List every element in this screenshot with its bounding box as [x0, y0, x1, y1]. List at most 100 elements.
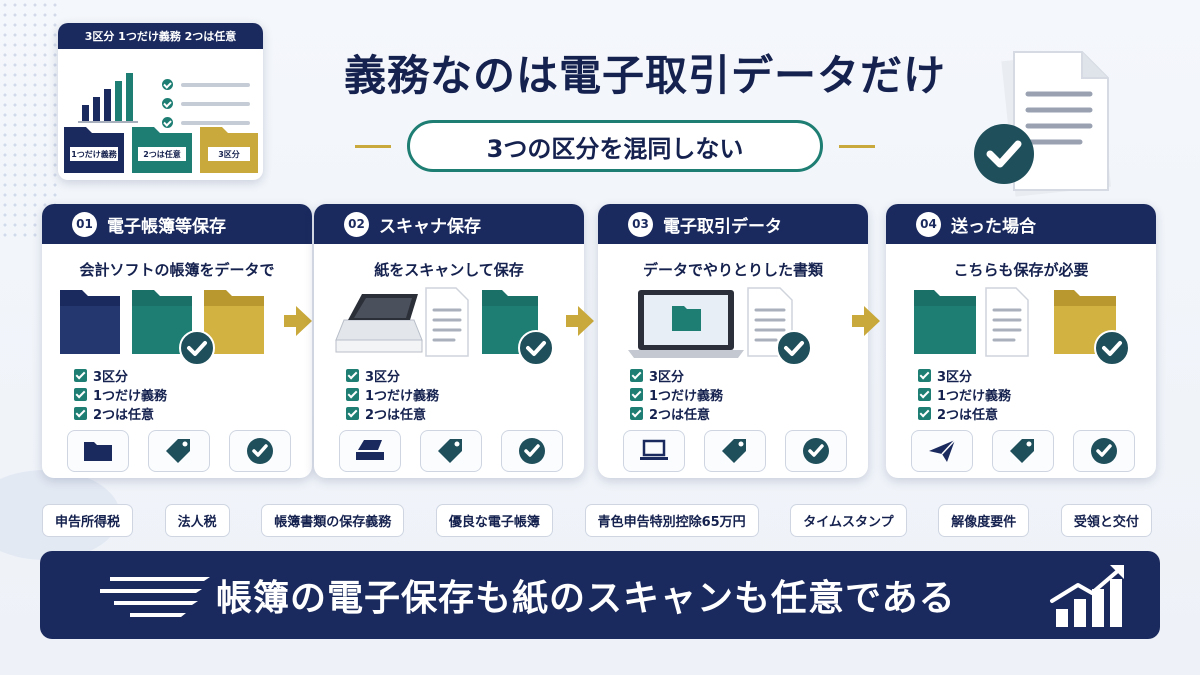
- folder-button[interactable]: [67, 430, 129, 472]
- tag-excellent-books[interactable]: 優良な電子帳簿: [435, 504, 553, 537]
- checkbox-icon: [346, 407, 359, 420]
- check-item: 1つだけ義務: [649, 389, 724, 404]
- check-list: 3区分 1つだけ義務 2つは任意: [630, 366, 723, 423]
- card-number: 04: [916, 211, 941, 237]
- check-item: 2つは任意: [365, 408, 427, 423]
- folder-icon: [204, 290, 264, 354]
- folder-icon: [132, 290, 192, 354]
- document-icon: [425, 287, 469, 357]
- scanner-illustration: [335, 287, 554, 366]
- subtitle-wrap: 3つの区分を混同しない: [355, 120, 875, 172]
- mini-check-list: [162, 75, 250, 132]
- keyword-tags: 申告所得税 法人税 帳簿書類の保存義務 優良な電子帳簿 青色申告特別控除65万円…: [42, 504, 1152, 538]
- check-icon: [162, 117, 173, 128]
- folders-document-illustration: [914, 287, 1130, 366]
- tag-record-obligation[interactable]: 帳簿書類の保存義務: [261, 504, 405, 537]
- card-number: 03: [628, 211, 653, 237]
- folder-icon: 3区分: [200, 127, 258, 173]
- checkbox-icon: [918, 407, 931, 420]
- growth-chart-icon: [1050, 565, 1124, 627]
- summary-mini-card: 3区分 1つだけ義務 2つは任意 1つだけ義務 2つは任意 3区分: [58, 23, 263, 180]
- check-item: 2つは任意: [649, 408, 711, 423]
- check-list: 3区分 1つだけ義務 2つは任意: [918, 366, 1011, 423]
- card-number: 01: [72, 211, 97, 237]
- arrow-right-icon: [284, 306, 312, 336]
- card-title: 電子取引データ: [663, 216, 782, 237]
- laptop-icon: [628, 290, 744, 358]
- mini-folder-label-3: 3区分: [218, 149, 240, 159]
- document-check-icon: [974, 51, 1112, 197]
- mini-folders: 1つだけ義務 2つは任意 3区分: [64, 127, 258, 173]
- check-icon: [519, 438, 545, 464]
- checkbox-icon: [630, 407, 643, 420]
- laptop-icon: [640, 439, 668, 460]
- conclusion-banner: 帳簿の電子保存も紙のスキャンも任意である: [40, 551, 1160, 639]
- checkbox-icon: [918, 369, 931, 382]
- card-electronic-books: 01 電子帳簿等保存 会計ソフトの帳簿をデータで 3区分 1つだけ義務 2つは任…: [42, 204, 312, 478]
- tag-income-tax[interactable]: 申告所得税: [42, 504, 134, 537]
- dot-pattern: [0, 0, 60, 240]
- scanner-button[interactable]: [339, 430, 401, 472]
- checkbox-icon: [918, 388, 931, 401]
- card-title: スキャナ保存: [379, 216, 481, 237]
- scanner-icon: [335, 294, 423, 353]
- tag-timestamp[interactable]: タイムスタンプ: [790, 504, 907, 537]
- card-sent-case: 04 送った場合 こちらも保存が必要 3区分 1つだけ義務 2つは任意: [886, 204, 1156, 478]
- check-item: 1つだけ義務: [937, 389, 1012, 404]
- checkbox-icon: [346, 388, 359, 401]
- check-icon: [1091, 438, 1117, 464]
- arrow-right-icon: [566, 306, 594, 336]
- tag-receipt-delivery[interactable]: 受領と交付: [1060, 504, 1152, 537]
- card-number: 02: [344, 211, 369, 237]
- page-title: 義務なのは電子取引データだけ: [343, 51, 946, 100]
- check-button[interactable]: [1073, 430, 1135, 472]
- checkbox-icon: [74, 388, 87, 401]
- folder-icon: 1つだけ義務: [64, 127, 124, 173]
- laptop-button[interactable]: [623, 430, 685, 472]
- folder-icon: [914, 290, 976, 354]
- folder-icon: [84, 442, 112, 461]
- check-icon: [162, 79, 173, 90]
- check-icon: [247, 438, 273, 464]
- check-item: 3区分: [649, 370, 685, 385]
- laptop-illustration: [628, 287, 812, 366]
- tag-corporate-tax[interactable]: 法人税: [164, 504, 230, 537]
- scanner-icon: [356, 440, 384, 460]
- check-button[interactable]: [229, 430, 291, 472]
- check-item: 3区分: [365, 370, 401, 385]
- check-item: 3区分: [937, 370, 973, 385]
- card-electronic-transactions: 03 電子取引データ データでやりとりした書類 3区分 1つだけ義務 2つは任意: [598, 204, 868, 478]
- checkbox-icon: [346, 369, 359, 382]
- tag-button[interactable]: [148, 430, 210, 472]
- check-button[interactable]: [501, 430, 563, 472]
- check-list: 3区分 1つだけ義務 2つは任意: [346, 366, 439, 423]
- tag-resolution[interactable]: 解像度要件: [938, 504, 1030, 537]
- tag-icon: [722, 439, 746, 463]
- tag-button[interactable]: [704, 430, 766, 472]
- tag-button[interactable]: [992, 430, 1054, 472]
- send-button[interactable]: [911, 430, 973, 472]
- mini-folder-label-2: 2つは任意: [143, 149, 181, 159]
- tag-button[interactable]: [420, 430, 482, 472]
- send-icon: [929, 439, 956, 462]
- check-button[interactable]: [785, 430, 847, 472]
- card-subtitle: 紙をスキャンして保存: [374, 261, 524, 279]
- divider: [839, 145, 875, 148]
- card-title: 送った場合: [951, 216, 1036, 237]
- check-item: 3区分: [93, 370, 129, 385]
- card-subtitle: データでやりとりした書類: [642, 261, 823, 279]
- banner-text: 帳簿の電子保存も紙のスキャンも任意である: [216, 578, 956, 619]
- arrow-right-icon: [852, 306, 880, 336]
- card-title: 電子帳簿等保存: [107, 216, 226, 237]
- check-list: 3区分 1つだけ義務 2つは任意: [74, 366, 167, 423]
- bar-chart-icon: [78, 73, 138, 123]
- mini-card-header: 3区分 1つだけ義務 2つは任意: [58, 23, 263, 49]
- tag-icon: [166, 439, 190, 463]
- speed-lines-icon: [100, 577, 210, 617]
- checkbox-icon: [74, 407, 87, 420]
- tag-blue-return[interactable]: 青色申告特別控除65万円: [584, 504, 759, 537]
- checkbox-icon: [630, 388, 643, 401]
- check-icon: [803, 438, 829, 464]
- check-item: 2つは任意: [93, 408, 155, 423]
- folders-illustration: [60, 290, 264, 366]
